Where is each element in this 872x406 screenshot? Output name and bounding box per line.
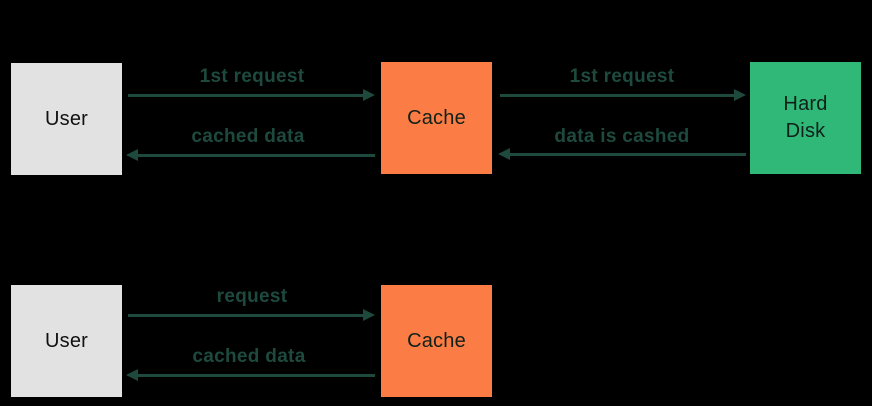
user-node-flow2: User bbox=[11, 285, 122, 397]
arrow-label-cached-data-flow1: cached data bbox=[191, 126, 305, 147]
cache-node-flow1: Cache bbox=[381, 62, 492, 174]
arrow-cache-to-disk bbox=[500, 89, 746, 101]
arrow-shaft bbox=[138, 373, 375, 377]
arrow-label-first-request-cache-to-disk: 1st request bbox=[569, 66, 675, 87]
arrow-disk-to-cache bbox=[498, 148, 746, 160]
arrow-label-request-flow2: request bbox=[216, 286, 288, 307]
arrow-cache-to-user-flow1 bbox=[126, 149, 375, 161]
arrow-right-head-icon bbox=[363, 309, 375, 321]
arrow-shaft bbox=[510, 152, 746, 156]
arrow-shaft bbox=[128, 313, 363, 317]
hard-disk-node: Hard Disk bbox=[750, 62, 861, 174]
arrow-left-head-icon bbox=[126, 369, 138, 381]
arrow-label-first-request-user-to-cache: 1st request bbox=[199, 66, 305, 87]
arrow-label-data-is-cashed: data is cashed bbox=[554, 126, 690, 147]
arrow-user-to-cache-flow2 bbox=[128, 309, 375, 321]
arrow-left-head-icon bbox=[498, 148, 510, 160]
arrow-right-head-icon bbox=[363, 89, 375, 101]
arrow-shaft bbox=[500, 93, 734, 97]
arrow-cache-to-user-flow2 bbox=[126, 369, 375, 381]
arrow-right-head-icon bbox=[734, 89, 746, 101]
arrow-shaft bbox=[138, 153, 375, 157]
cache-node-flow2: Cache bbox=[381, 285, 492, 397]
arrow-user-to-cache-flow1 bbox=[128, 89, 375, 101]
arrow-shaft bbox=[128, 93, 363, 97]
user-node-flow1: User bbox=[11, 63, 122, 175]
arrow-left-head-icon bbox=[126, 149, 138, 161]
arrow-label-cached-data-flow2: cached data bbox=[192, 346, 306, 367]
